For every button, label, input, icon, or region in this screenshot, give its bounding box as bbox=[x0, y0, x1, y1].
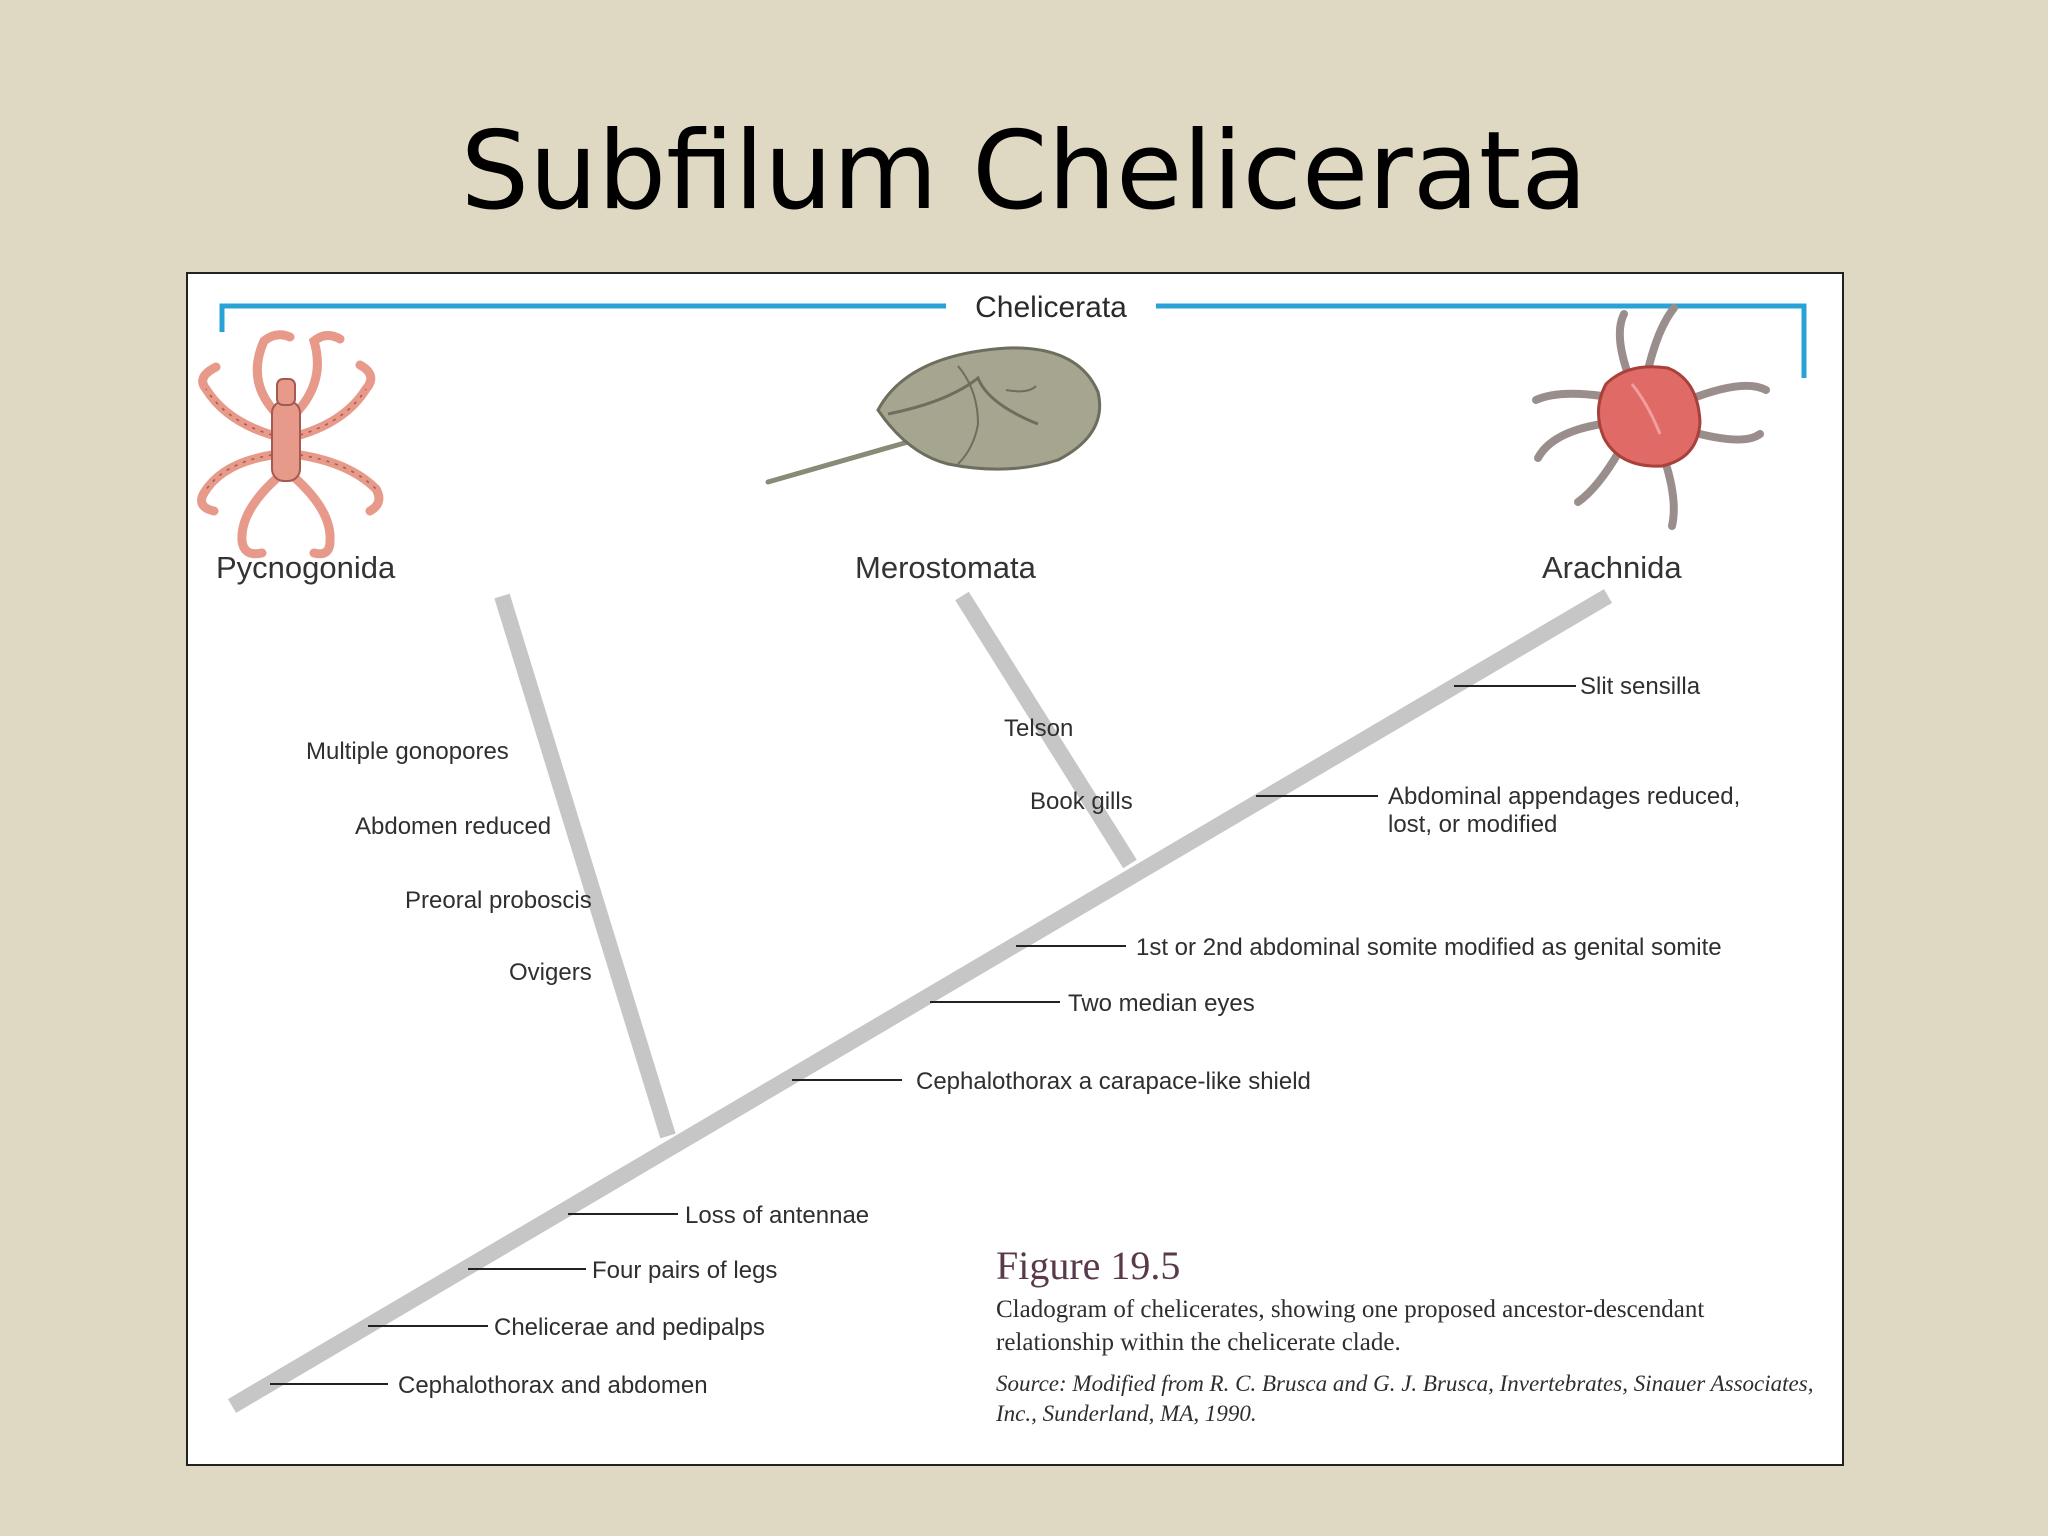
trait-two-median-eyes: Two median eyes bbox=[1068, 990, 1255, 1017]
mite-illustration bbox=[1532, 304, 1770, 530]
taxon-merostomata: Merostomata bbox=[855, 550, 1037, 585]
figure-caption: Figure 19.5 Cladogram of chelicerates, s… bbox=[996, 1244, 1816, 1429]
trait-abdominal-appendages-line2: lost, or modified bbox=[1388, 811, 1557, 838]
merostomata-branch bbox=[955, 591, 1137, 869]
trait-preoral-proboscis: Preoral proboscis bbox=[405, 887, 592, 914]
taxon-pycnogonida: Pycnogonida bbox=[216, 550, 396, 585]
horseshoe-crab-illustration bbox=[765, 346, 1102, 485]
trait-abdomen-reduced: Abdomen reduced bbox=[355, 813, 551, 840]
trait-cephalothorax-abdomen: Cephalothorax and abdomen bbox=[398, 1372, 708, 1399]
trait-ticks bbox=[270, 685, 1576, 1385]
trait-four-pairs-legs: Four pairs of legs bbox=[592, 1257, 777, 1284]
trait-book-gills: Book gills bbox=[1030, 788, 1133, 815]
trait-loss-antennae: Loss of antennae bbox=[685, 1202, 869, 1229]
trait-ovigers: Ovigers bbox=[509, 959, 592, 986]
figure-number: Figure 19.5 bbox=[996, 1243, 1181, 1288]
cladogram-figure: Chelicerata Pycnogonida Merostomata Arac… bbox=[186, 272, 1844, 1466]
cladogram-branches bbox=[227, 589, 1613, 1413]
trait-genital-somite: 1st or 2nd abdominal somite modified as … bbox=[1136, 934, 1722, 961]
trait-multiple-gonopores: Multiple gonopores bbox=[306, 738, 509, 765]
slide-title: Subfilum Chelicerata bbox=[460, 109, 1588, 234]
figure-source: Source: Modified from R. C. Brusca and G… bbox=[996, 1371, 1814, 1426]
trait-telson: Telson bbox=[1004, 715, 1073, 742]
trait-abdominal-appendages-line1: Abdominal appendages reduced, bbox=[1388, 783, 1740, 810]
main-trunk bbox=[227, 589, 1613, 1413]
taxon-arachnida: Arachnida bbox=[1542, 550, 1682, 585]
trait-slit-sensilla: Slit sensilla bbox=[1580, 673, 1701, 700]
cladogram-svg: Chelicerata Pycnogonida Merostomata Arac… bbox=[197, 291, 1807, 1413]
chelicerata-bracket bbox=[219, 303, 1807, 378]
sea-spider-illustration bbox=[197, 330, 384, 559]
figure-caption-text: Cladogram of chelicerates, showing one p… bbox=[996, 1296, 1705, 1356]
trait-carapace-shield: Cephalothorax a carapace-like shield bbox=[916, 1068, 1311, 1095]
clade-label: Chelicerata bbox=[975, 291, 1127, 324]
trait-chelicerae-pedipalps: Chelicerae and pedipalps bbox=[494, 1314, 765, 1341]
pycnogonida-branch bbox=[494, 593, 676, 1139]
